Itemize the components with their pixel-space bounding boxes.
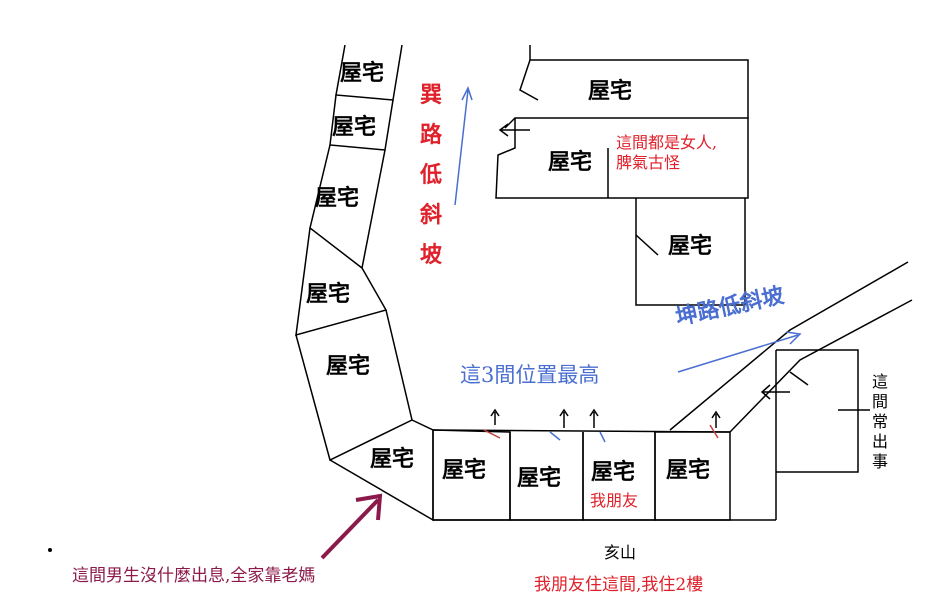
house-label-5: 屋宅 [326,353,371,379]
house-outline-5 [295,309,413,462]
house-label-13: 屋宅 [668,233,713,259]
house-label-12: 屋宅 [548,149,593,175]
house-label-10: 屋宅 [666,457,711,483]
house-label-1: 屋宅 [340,60,385,86]
house-label-3: 屋宅 [315,185,360,211]
pointer-arrow [320,493,383,560]
house-outline-3 [309,144,386,270]
house-label-6: 屋宅 [370,446,415,472]
often-trouble-label: 這間常出事 [872,372,889,471]
house-label-11: 屋宅 [588,78,633,104]
house-outline-4 [295,227,388,337]
man-note: 這間男生沒什麼出息,全家靠老媽 [72,566,316,586]
house-label-8: 屋宅 [517,465,562,491]
highest-label: 這3間位置最高 [460,363,600,387]
house-outline-1 [335,44,403,101]
hai-mountain-label: 亥山 [604,543,637,562]
house-label-2: 屋宅 [332,114,377,140]
women-note: 這間都是女人,脾氣古怪 [616,133,718,172]
friend-label: 我朋友 [590,491,639,510]
friend-live-note: 我朋友住這間,我住2樓 [534,575,704,595]
house-label-7: 屋宅 [442,457,487,483]
house-label-4: 屋宅 [306,281,351,307]
xun-road-label: 巽路低斜坡 [419,82,442,268]
house-outline-2 [329,94,394,151]
house-label-9: 屋宅 [591,459,636,485]
